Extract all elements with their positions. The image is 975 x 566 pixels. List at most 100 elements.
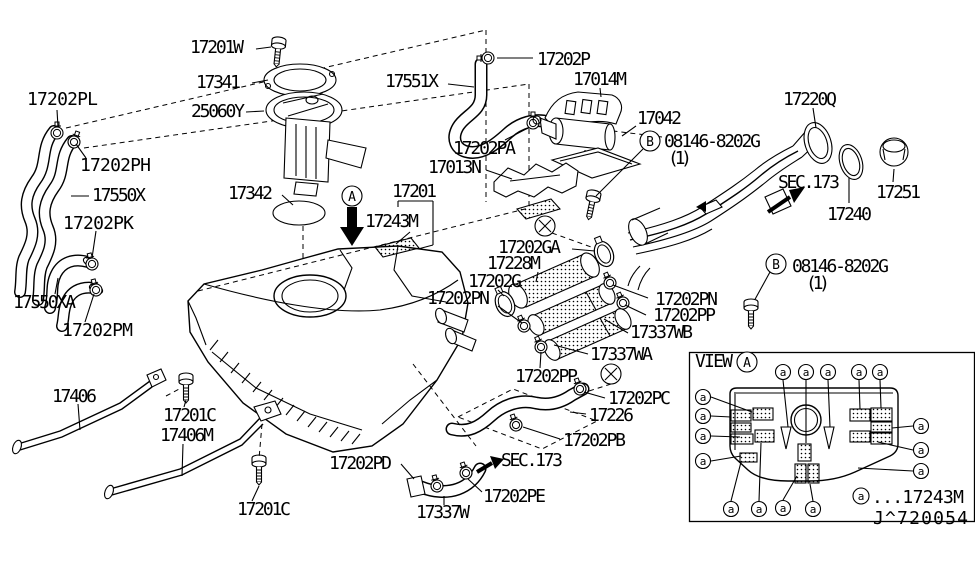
a-marker: a	[728, 503, 735, 516]
label-17202pm: 17202PM	[62, 320, 133, 341]
label-17201c: 17201C	[237, 499, 291, 520]
label-17202pc: 17202PC	[608, 388, 671, 409]
projection-dashed-lines	[65, 29, 530, 292]
a-marker: a	[700, 430, 707, 443]
label-17013n: 17013N	[428, 157, 482, 178]
label-17201w: 17201W	[190, 37, 244, 58]
filler-connector	[628, 218, 648, 246]
view-legend: a ...17243M J^720054	[852, 487, 968, 529]
label-17228m: 17228M	[487, 253, 541, 274]
view-a-marker: A	[743, 356, 751, 371]
sender-screw-17201w-icon	[268, 35, 287, 69]
fuel-tank	[187, 198, 561, 453]
b-marker: B	[772, 258, 780, 273]
label-bolt-part: 08146-8202G	[664, 131, 761, 152]
bolt-callout-b1: B	[595, 130, 661, 197]
label-17201: 17201	[392, 181, 437, 202]
label-17337w: 17337W	[416, 502, 470, 523]
sec173-arrow-bottom	[475, 461, 494, 474]
a-marker: a	[780, 366, 787, 379]
view-a-markers: a a a a a a a a a a a a a a a a	[694, 363, 930, 518]
gasket-17240	[838, 143, 864, 181]
drawing-code: J^720054	[873, 508, 968, 529]
view-a-marker: A	[348, 190, 356, 205]
filler-neck-parts	[764, 122, 909, 215]
label-17202ga: 17202GA	[498, 237, 561, 258]
a-marker: a	[700, 455, 707, 468]
label-sec173: SEC.173	[501, 450, 563, 471]
left-hose-bundle-17550x	[14, 121, 104, 332]
a-marker: a	[700, 391, 707, 404]
fuel-pump-17042	[532, 115, 642, 179]
a-marker: a	[700, 410, 707, 423]
label-17551x: 17551X	[385, 71, 439, 92]
label-17406: 17406	[52, 386, 97, 407]
label-17243m: 17243M	[365, 211, 419, 232]
x-marker-icon	[600, 363, 622, 385]
sec173-arrow-top	[766, 195, 792, 214]
a-marker: a	[756, 503, 763, 516]
breather-hose-group	[406, 363, 599, 498]
a-marker: a	[918, 465, 925, 478]
strap-bolt-17201c-icon	[251, 454, 267, 486]
a-marker: a	[810, 503, 817, 516]
label-17226: 17226	[589, 405, 634, 426]
packing-seal-17342	[272, 200, 326, 226]
label-bracket-17201	[395, 200, 434, 250]
label-17202pd: 17202PD	[329, 453, 392, 474]
strap-bracket	[253, 400, 282, 422]
label-sec173: SEC.173	[778, 172, 840, 193]
label-17202pn: 17202PN	[427, 288, 490, 309]
label-17240: 17240	[827, 204, 872, 225]
strap-hook	[146, 368, 167, 388]
label-17202g: 17202G	[468, 271, 522, 292]
hose-clamp-17202pl-icon	[50, 121, 64, 140]
tube-end-flange	[406, 475, 426, 498]
label-17220q: 17220Q	[783, 89, 837, 110]
tank-opening	[273, 274, 347, 318]
x-marker-icon	[534, 215, 556, 237]
hose-clamp-17202pp-icon	[612, 289, 632, 312]
a-marker: a	[780, 502, 787, 515]
label-17202pp: 17202PP	[653, 305, 716, 326]
label-17042: 17042	[637, 108, 682, 129]
protector-bracket-17013n	[493, 162, 579, 198]
label-17202pl: 17202PL	[27, 89, 98, 110]
view-a-arrow: A	[340, 185, 364, 246]
label-17251: 17251	[876, 182, 921, 203]
label-17202pn: 17202PN	[655, 289, 718, 310]
x-markers	[534, 215, 622, 392]
label-bolt-qty: (1)	[668, 148, 692, 169]
a-marker: a	[825, 366, 832, 379]
label-17550xa: 17550XA	[13, 292, 76, 313]
label-17337wa: 17337WA	[590, 344, 653, 365]
pump-bracket-plate	[550, 147, 642, 179]
b-marker: B	[646, 135, 654, 150]
a-marker: a	[918, 444, 925, 457]
label-17202pe: 17202PE	[483, 486, 546, 507]
filler-cap-17251	[879, 137, 909, 167]
filler-neck-ring-17220q	[803, 122, 833, 164]
a-marker: a	[877, 366, 884, 379]
a-marker: a	[858, 490, 865, 503]
tank-pad-upper	[516, 198, 561, 220]
label-17202pa: 17202PA	[453, 138, 516, 159]
a-marker: a	[918, 420, 925, 433]
view-leader-lines	[710, 379, 914, 502]
label-bolt-part: 08146-8202G	[792, 256, 889, 277]
label-17341: 17341	[196, 72, 241, 93]
strap-bolt-17201c-icon	[178, 372, 194, 404]
label-17342: 17342	[228, 183, 273, 204]
label-17337wb: 17337WB	[630, 322, 693, 343]
a-marker: a	[856, 366, 863, 379]
view-title: VIEW	[695, 351, 733, 372]
label-17202p: 17202P	[537, 49, 591, 70]
label-17406m: 17406M	[160, 425, 214, 446]
label-17202pp: 17202PP	[515, 366, 578, 387]
clip-arrow-icon	[696, 201, 706, 212]
hose-stack	[488, 188, 632, 361]
leader-lines	[54, 46, 895, 505]
bracket-bolt-08146-icon	[743, 298, 759, 330]
down-arrow-icon	[340, 207, 364, 246]
